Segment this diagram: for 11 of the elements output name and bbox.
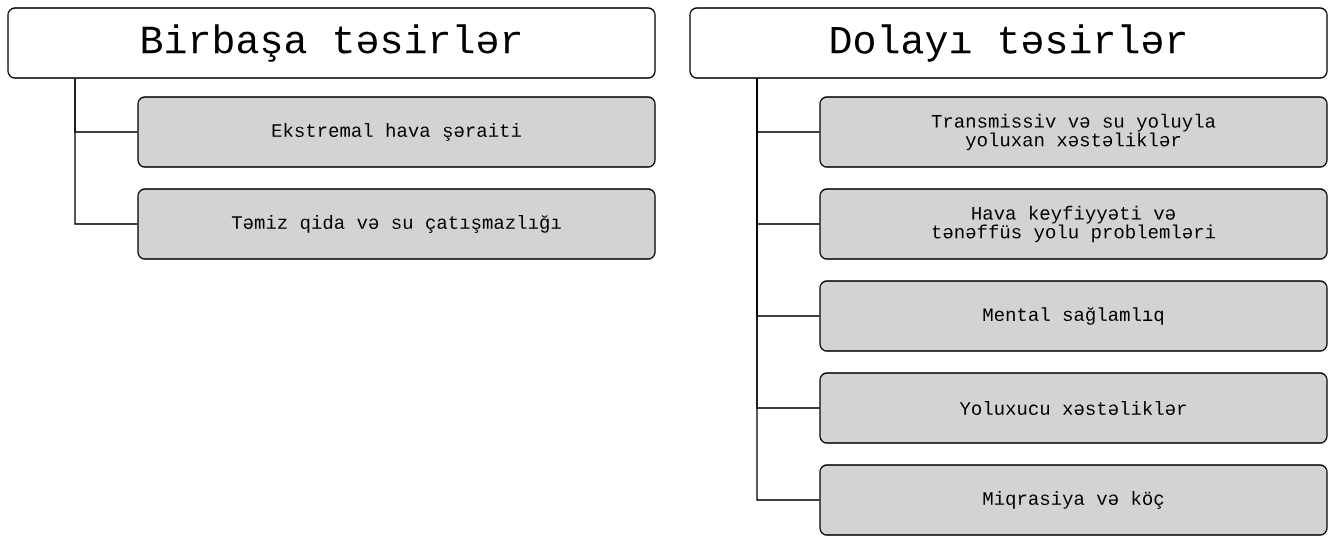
heading-box: Dolayı təsirlər: [689, 7, 1328, 79]
category-box: Hava keyfiyyəti və tənəffüs yolu problemləri: [819, 188, 1328, 260]
category-box: Yoluxucu xəstəliklər: [819, 372, 1328, 444]
category-box: Miqrasiya və köç: [819, 464, 1328, 536]
connector-line: [756, 78, 820, 501]
category-box: Transmissiv və su yoluyla yoluxan xəstəliklər: [819, 96, 1328, 168]
category-box: Mental sağlamlıq: [819, 280, 1328, 352]
heading-box: Birbaşa təsirlər: [7, 7, 656, 79]
category-box: Təmiz qida və su çatışmazlığı: [137, 188, 656, 260]
connector-line: [74, 78, 138, 225]
category-box: Ekstremal hava şəraiti: [137, 96, 656, 168]
